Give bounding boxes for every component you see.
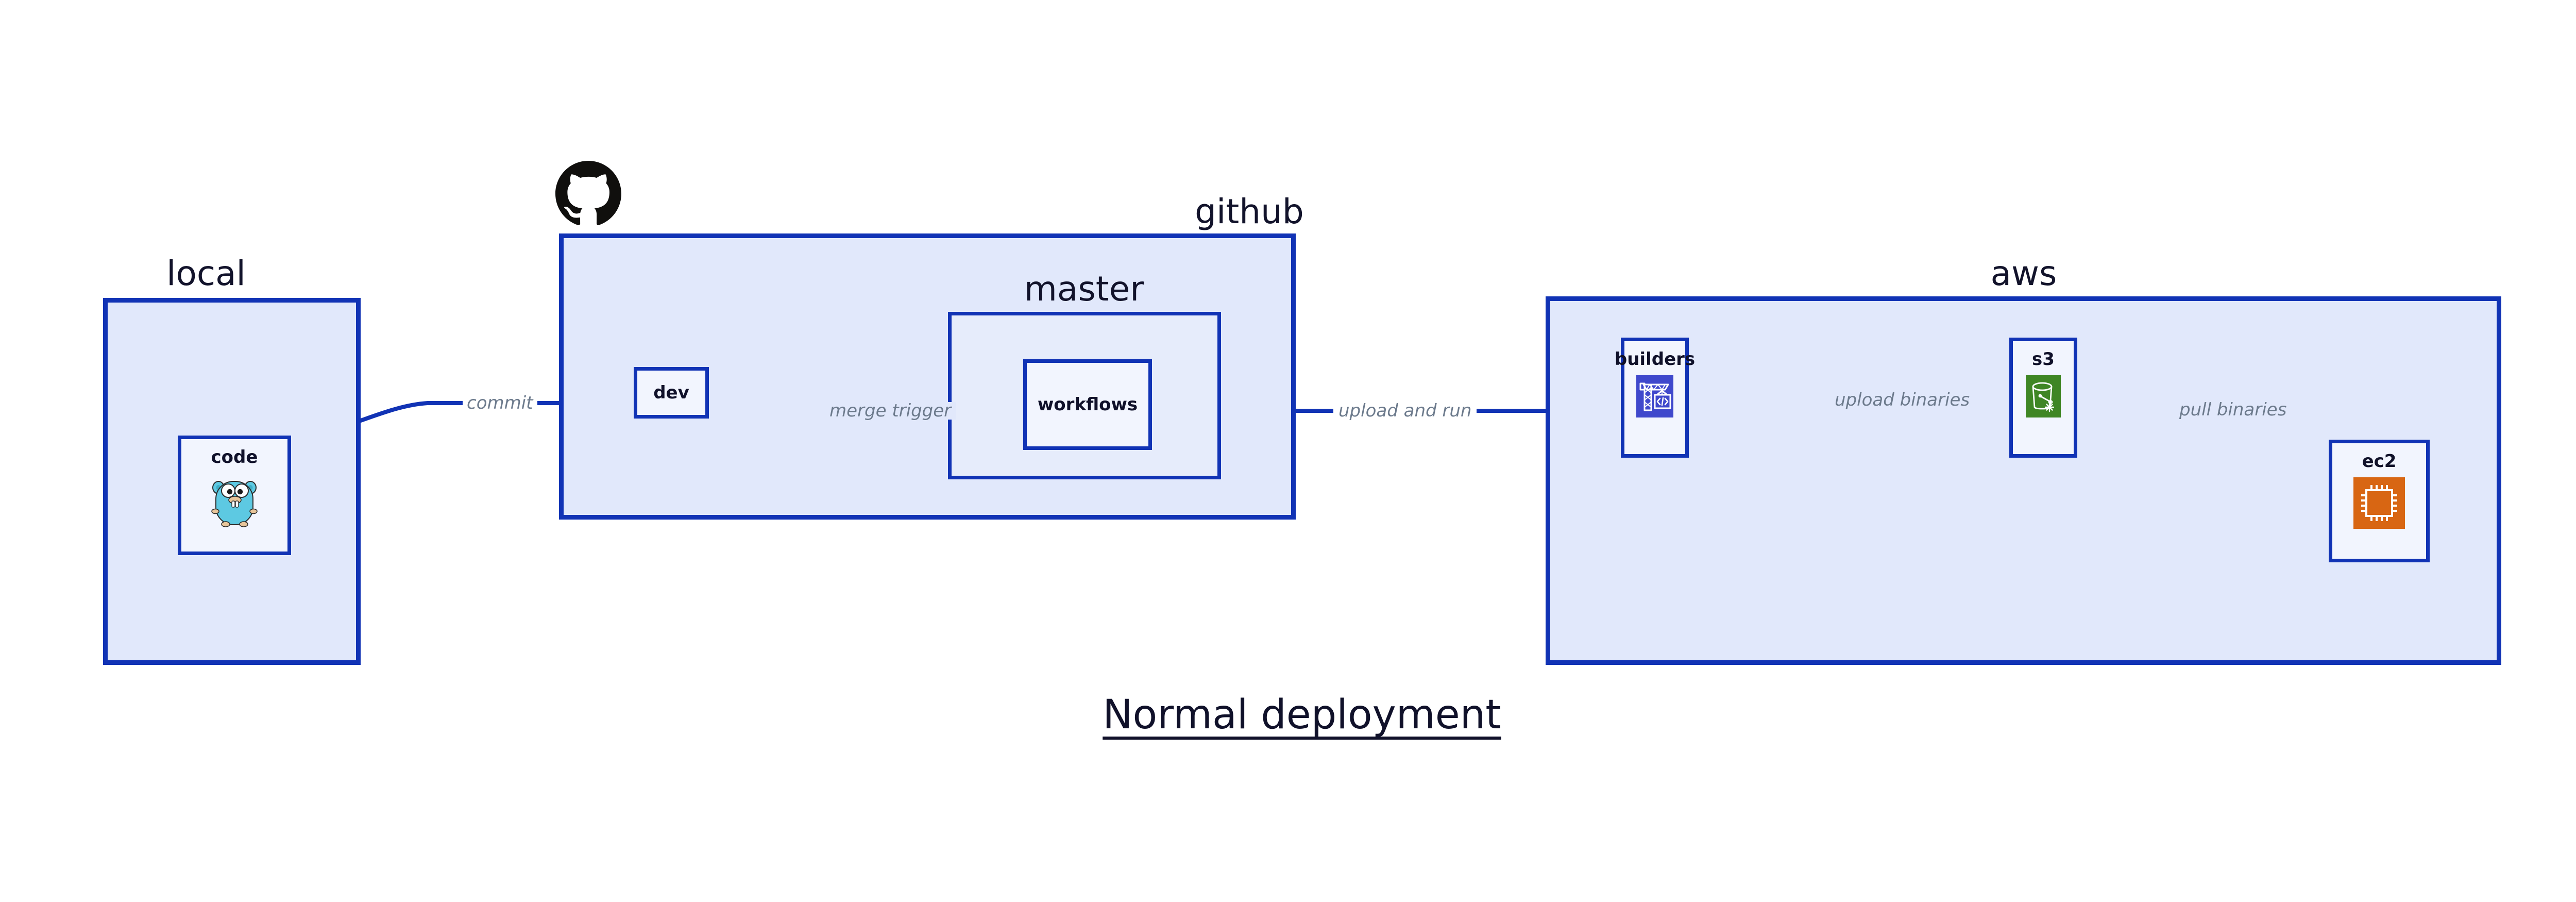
edge-label-upload-binaries: upload binaries xyxy=(1829,391,1975,409)
go-gopher-icon xyxy=(210,473,259,533)
node-label-workflows: workflows xyxy=(1037,394,1138,415)
group-label-aws: aws xyxy=(1990,254,2057,293)
node-ec2[interactable]: ec2 xyxy=(2329,440,2430,562)
github-octocat-icon xyxy=(555,161,621,227)
aws-s3-bucket-icon xyxy=(2026,375,2061,420)
node-label-code: code xyxy=(211,447,258,467)
edge-label-commit: commit xyxy=(463,394,537,412)
diagram-title: Normal deployment xyxy=(1103,692,1501,738)
node-dev[interactable]: dev xyxy=(634,367,709,419)
node-label-builders: builders xyxy=(1614,349,1696,370)
aws-ec2-chip-icon xyxy=(2353,477,2405,531)
subgroup-label-master: master xyxy=(1024,269,1144,309)
aws-crane-builders-icon xyxy=(1636,375,1673,420)
edge-label-upload-and-run: upload and run xyxy=(1333,402,1477,420)
edge-label-merge-trigger: merge trigger xyxy=(824,402,957,420)
group-label-local: local xyxy=(166,254,246,293)
group-local xyxy=(103,298,361,665)
group-label-github: github xyxy=(1195,192,1304,231)
node-s3[interactable]: s3 xyxy=(2009,338,2077,458)
node-label-ec2: ec2 xyxy=(2362,451,2397,472)
node-label-dev: dev xyxy=(653,382,689,403)
edge-label-pull-binaries: pull binaries xyxy=(2174,401,2292,419)
node-code[interactable]: code xyxy=(178,436,291,555)
node-label-s3: s3 xyxy=(2032,349,2055,370)
node-workflows[interactable]: workflows xyxy=(1023,359,1152,450)
node-builders[interactable]: builders xyxy=(1615,338,1695,458)
